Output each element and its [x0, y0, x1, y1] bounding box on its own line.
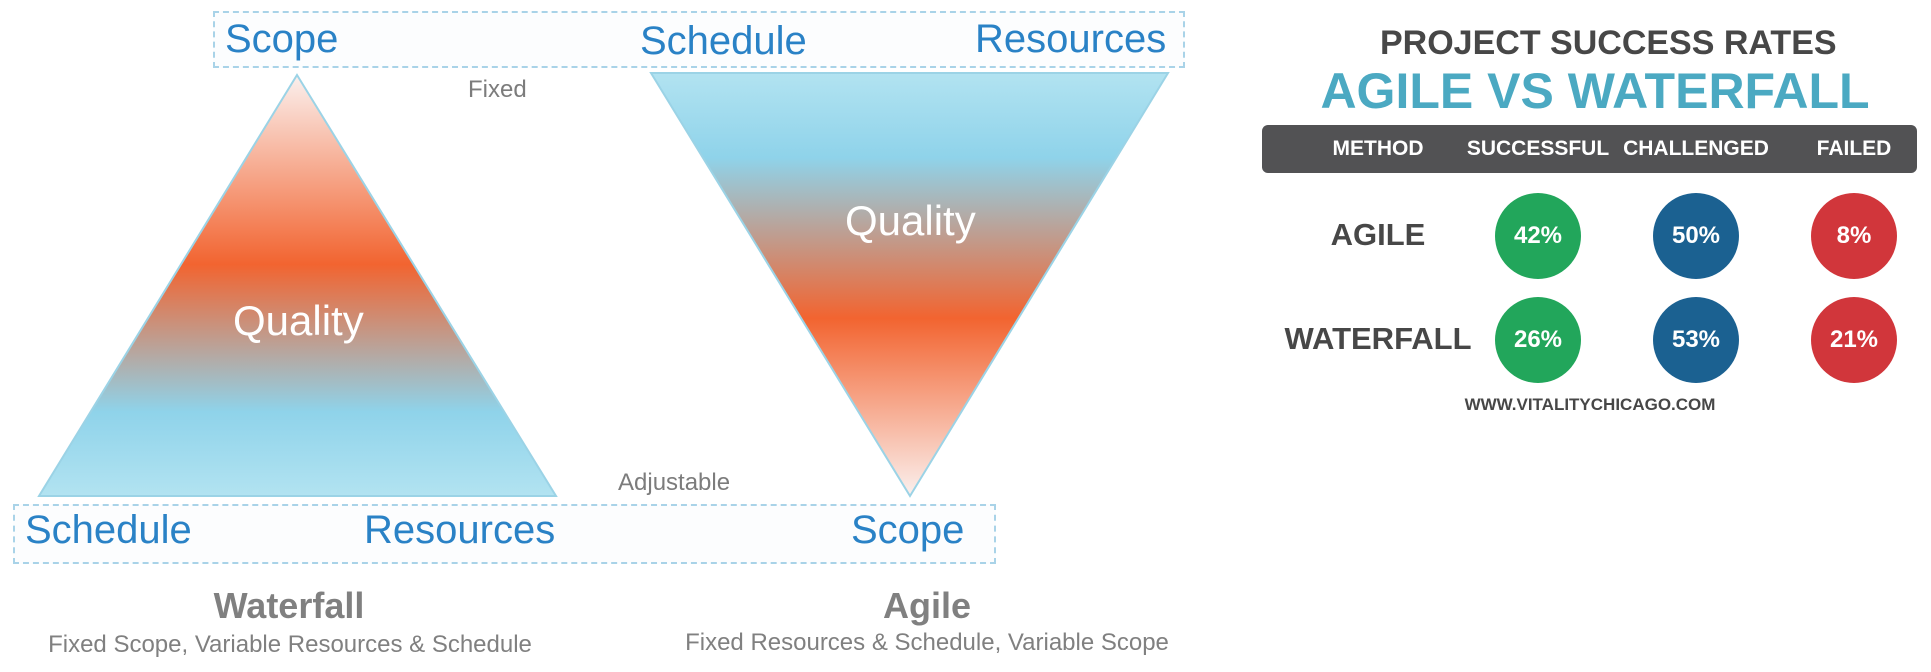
fixed-label: Fixed	[468, 76, 527, 103]
agile-caption-sub: Fixed Resources & Schedule, Variable Sco…	[685, 629, 1169, 656]
resources-top-label: Resources	[975, 17, 1167, 61]
header-failed: FAILED	[1816, 137, 1892, 160]
agile-challenged-badge: 50%	[1653, 193, 1739, 279]
schedule-bottom-label: Schedule	[25, 508, 192, 552]
waterfall-caption-sub: Fixed Scope, Variable Resources & Schedu…	[48, 631, 532, 658]
scope-bottom-label: Scope	[851, 508, 965, 552]
header-successful: SUCCESSFUL	[1466, 137, 1610, 160]
schedule-top-label: Schedule	[640, 19, 807, 63]
row-waterfall-method: WATERFALL	[1284, 321, 1472, 356]
agile-successful-badge: 42%	[1495, 193, 1581, 279]
adjustable-band-box	[13, 504, 996, 564]
waterfall-challenged-badge: 53%	[1653, 297, 1739, 383]
website-credit: WWW.VITALITYCHICAGO.COM	[1464, 395, 1716, 414]
scope-top-label: Scope	[225, 17, 339, 61]
header-challenged: CHALLENGED	[1623, 137, 1769, 160]
agile-caption-title: Agile	[882, 585, 972, 626]
agile-quality-label: Quality	[845, 197, 976, 244]
agile-failed-badge: 8%	[1811, 193, 1897, 279]
waterfall-successful-badge: 26%	[1495, 297, 1581, 383]
agile-triangle	[649, 72, 1170, 498]
waterfall-failed-badge: 21%	[1811, 297, 1897, 383]
waterfall-triangle	[37, 73, 558, 497]
header-method: METHOD	[1332, 137, 1424, 160]
fixed-band-box	[213, 11, 1185, 68]
adjustable-label: Adjustable	[618, 469, 731, 496]
success-table-header: METHOD SUCCESSFUL CHALLENGED FAILED	[1262, 125, 1917, 173]
success-rates-title: PROJECT SUCCESS RATES	[1380, 24, 1837, 62]
waterfall-caption-title: Waterfall	[213, 585, 365, 626]
success-rates-subtitle: AGILE VS WATERFALL	[1320, 63, 1870, 119]
row-agile-method: AGILE	[1330, 217, 1426, 252]
waterfall-quality-label: Quality	[233, 297, 364, 344]
resources-bottom-label: Resources	[364, 508, 556, 552]
